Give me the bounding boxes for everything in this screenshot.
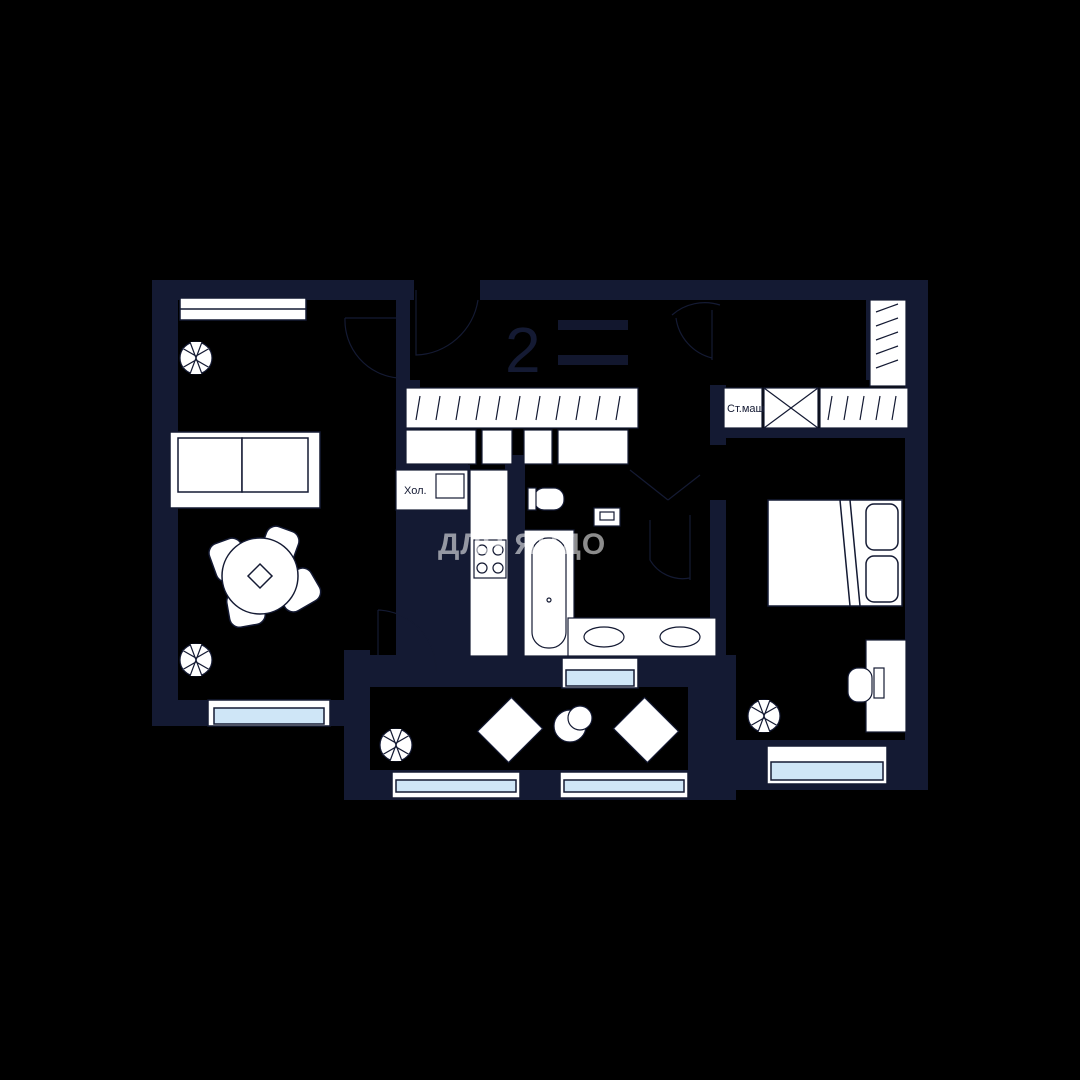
washer: Ст.маш — [723, 387, 819, 429]
fridge-label: Хол. — [404, 485, 427, 497]
sink-icon — [435, 473, 465, 499]
wardrobe-icon — [405, 387, 639, 429]
door-swing-icon — [671, 302, 721, 360]
plant-icon — [747, 699, 781, 733]
washer-label: Ст.маш — [727, 403, 764, 415]
sofa-icon — [169, 431, 321, 509]
door-swing-icon — [629, 469, 701, 501]
window-icon — [561, 657, 639, 689]
window-icon — [766, 745, 888, 785]
bed-icon — [767, 499, 903, 607]
door-swings — [344, 290, 721, 673]
door-swing-icon — [649, 520, 691, 580]
window-icon — [559, 771, 689, 799]
plant-icon — [179, 341, 213, 375]
plant-icon — [379, 728, 413, 762]
toilet-icon — [527, 487, 565, 511]
armchair-icon — [476, 696, 680, 764]
plant-icon — [179, 643, 213, 677]
sink-icon — [593, 507, 621, 527]
door-swing-icon — [344, 317, 402, 379]
wardrobe-icon — [819, 299, 909, 429]
dining-table-icon — [208, 525, 322, 629]
door-swing-icon — [377, 609, 437, 673]
window-icon — [179, 297, 307, 321]
bathtub-icon — [523, 529, 575, 657]
desk-icon — [847, 639, 907, 733]
plants — [179, 341, 781, 762]
window-icon — [391, 771, 521, 799]
area-placeholder — [558, 320, 628, 365]
sink-icon — [567, 617, 717, 657]
window-icon — [207, 699, 331, 727]
door-swing-icon — [415, 290, 479, 356]
cabinets — [405, 429, 629, 465]
bathroom — [523, 487, 717, 657]
windows — [179, 297, 888, 799]
watermark: ДЛЯ ЯНДО — [438, 528, 606, 561]
rooms-count: 2 — [505, 314, 541, 386]
stove-icon — [473, 539, 507, 579]
kitchen: Хол. — [395, 469, 509, 657]
